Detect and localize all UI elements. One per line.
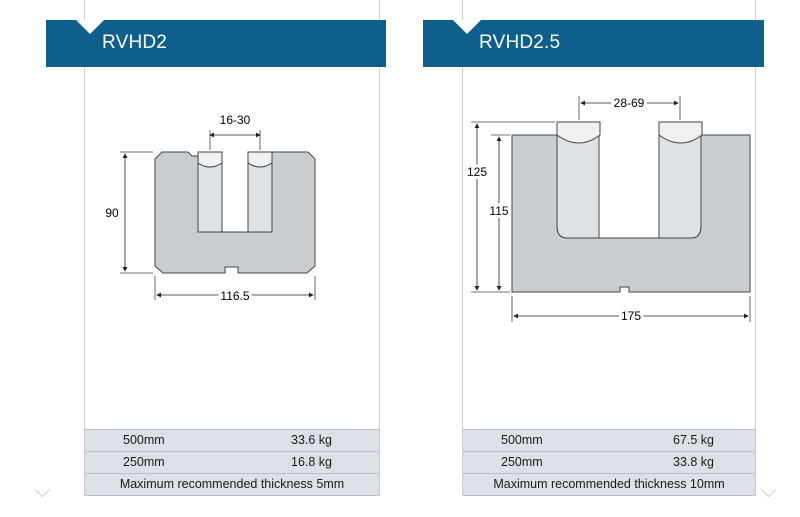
card-title: RVHD2.5	[479, 32, 561, 53]
rvhd2-5-dim-top: 28-69	[614, 96, 645, 110]
chevron-down-icon	[760, 481, 777, 498]
spec-length: 250mm	[123, 455, 165, 469]
card-header-rvhd2-5: RVHD2.5	[423, 20, 764, 67]
rvhd2-dim-top: 16-30	[220, 113, 251, 127]
spec-row: 500mm 33.6 kg	[85, 429, 379, 451]
rvhd2-dim-height: 90	[105, 206, 119, 220]
card-header-rvhd2: RVHD2	[46, 20, 386, 67]
chevron-down-icon	[34, 481, 51, 498]
header-notch	[76, 20, 104, 34]
rvhd2-5-dim-width: 175	[621, 309, 641, 323]
spec-length: 500mm	[123, 433, 165, 447]
rvhd2-5-right-insert	[658, 134, 702, 239]
spec-length: 500mm	[501, 433, 543, 447]
product-card-rvhd2: 16-30 90 116.5 500mm 33.6 kg 250mm 16.8 …	[84, 0, 380, 496]
spec-note: Maximum recommended thickness 10mm	[463, 473, 755, 496]
spec-weight: 67.5 kg	[673, 433, 715, 447]
rvhd2-5-spec-table: 500mm 67.5 kg 250mm 33.8 kg Maximum reco…	[463, 429, 755, 496]
rvhd2-5-dim-inner-height: 115	[489, 204, 508, 218]
spec-weight: 16.8 kg	[291, 455, 333, 469]
rvhd2-die-body	[154, 151, 316, 274]
rvhd2-5-left-insert-cap	[556, 121, 601, 144]
rvhd2-5-die-drawing: 28-69 125 115 175	[464, 93, 751, 326]
rvhd2-5-dim-outer-height: 125	[467, 165, 487, 179]
card-title: RVHD2	[102, 32, 168, 53]
rvhd2-spec-table: 500mm 33.6 kg 250mm 16.8 kg Maximum reco…	[85, 429, 379, 496]
spec-weight: 33.8 kg	[673, 455, 715, 469]
spec-weight: 33.6 kg	[291, 433, 333, 447]
spec-length: 250mm	[501, 455, 543, 469]
rvhd2-right-insert-cap	[247, 151, 273, 168]
spec-row: 250mm 33.8 kg	[463, 451, 755, 473]
rvhd2-5-left-insert	[556, 134, 600, 239]
rvhd2-die-drawing: 16-30 90 116.5	[105, 113, 316, 306]
rvhd2-dim-width: 116.5	[220, 289, 249, 303]
rvhd2-5-right-insert-cap	[658, 121, 703, 144]
header-notch	[453, 20, 481, 34]
spec-note: Maximum recommended thickness 5mm	[85, 473, 379, 496]
spec-row: 250mm 16.8 kg	[85, 451, 379, 473]
spec-row: 500mm 67.5 kg	[463, 429, 755, 451]
rvhd2-left-insert-cap	[197, 151, 223, 168]
rvhd2-5-die-body	[511, 134, 751, 293]
product-card-rvhd2-5: 28-69 125 115 175 500mm 67.5 kg 250mm 33…	[462, 0, 756, 496]
